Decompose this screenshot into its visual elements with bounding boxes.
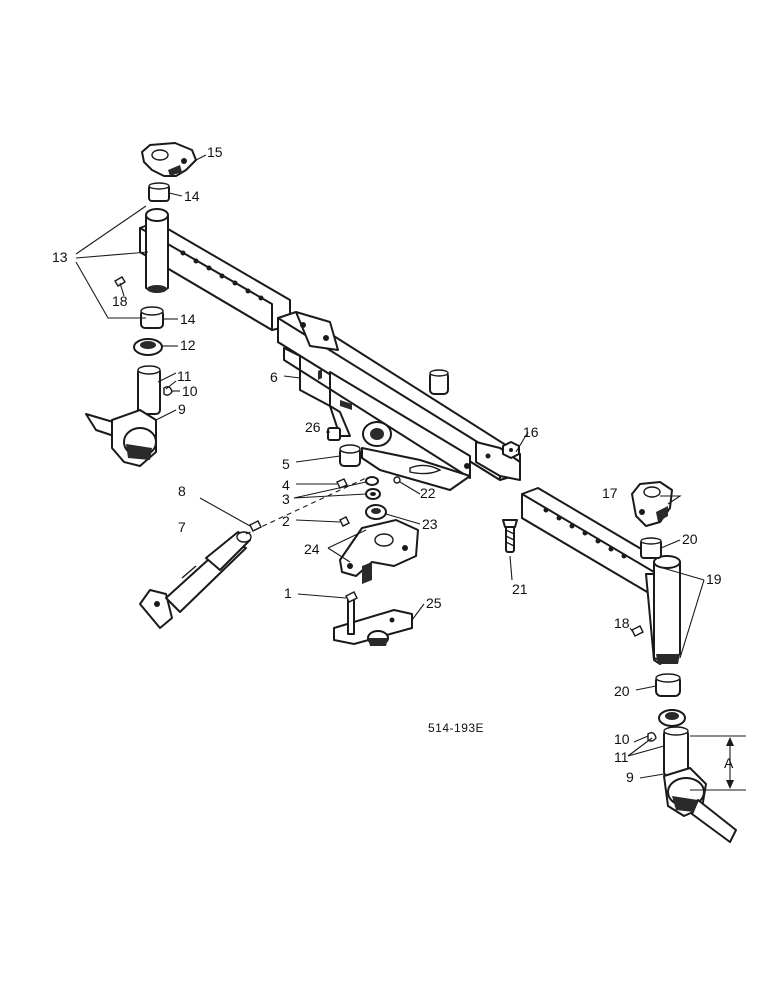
plug-26 <box>327 427 341 441</box>
grease-fitting-8 <box>249 520 262 532</box>
callout-18-left: 18 <box>112 293 128 309</box>
drawing-code: 514-193E <box>428 721 484 735</box>
axle-beam <box>277 311 521 482</box>
callout-23: 23 <box>422 516 438 532</box>
callout-24: 24 <box>304 541 320 557</box>
bushing-bottom-right <box>655 673 681 697</box>
callout-1: 1 <box>284 585 292 601</box>
bushing-23 <box>365 504 387 520</box>
callout-22: 22 <box>420 485 436 501</box>
callout-6: 6 <box>270 369 278 385</box>
steering-arm-right <box>631 481 673 527</box>
pivot-pin-7 <box>139 531 252 629</box>
washers-3 <box>365 476 381 500</box>
fitting-22 <box>393 476 401 484</box>
bushing-top-left <box>148 182 170 202</box>
callout-2: 2 <box>282 513 290 529</box>
bracket-24 <box>339 519 419 584</box>
callout-25: 25 <box>426 595 442 611</box>
dimension-label: A <box>724 755 734 771</box>
callout-18-right: 18 <box>614 615 630 631</box>
bushing-5 <box>339 444 361 467</box>
seal-left <box>133 338 163 356</box>
callout-19: 19 <box>706 571 722 587</box>
grease-fitting-left <box>114 276 126 287</box>
leader-lines <box>75 154 705 779</box>
callout-20-bottom: 20 <box>614 683 630 699</box>
plate-25 <box>333 599 413 646</box>
callout-10-right: 10 <box>614 731 630 747</box>
bushing-top-right <box>640 537 662 559</box>
callouts: 15 14 13 18 14 12 11 10 9 6 26 16 5 4 3 … <box>52 144 734 785</box>
callout-20-top: 20 <box>682 531 698 547</box>
steering-arm-left <box>141 142 197 177</box>
seal-right <box>658 709 686 727</box>
assembly-center-line <box>245 477 367 535</box>
callout-12: 12 <box>180 337 196 353</box>
fitting-1 <box>345 591 358 603</box>
callout-4: 4 <box>282 477 290 493</box>
spindle-right <box>647 726 737 843</box>
callout-13: 13 <box>52 249 68 265</box>
callout-11-right: 11 <box>614 749 629 765</box>
callout-9-left: 9 <box>178 401 186 417</box>
callout-9-right: 9 <box>626 769 634 785</box>
callout-26: 26 <box>305 419 321 435</box>
grease-fitting-right <box>631 625 644 637</box>
fitting-2 <box>339 516 350 527</box>
bolt-21 <box>502 519 518 553</box>
nut-16 <box>502 441 520 459</box>
callout-15: 15 <box>207 144 223 160</box>
callout-8: 8 <box>178 483 186 499</box>
callout-21: 21 <box>512 581 528 597</box>
callout-3: 3 <box>282 491 290 507</box>
bushing-bottom-left <box>140 306 164 329</box>
callout-7: 7 <box>178 519 186 535</box>
axle-extension-right <box>521 487 681 665</box>
callout-5: 5 <box>282 456 290 472</box>
spindle-left <box>85 365 161 467</box>
callout-16: 16 <box>523 424 539 440</box>
callout-14-bottom: 14 <box>180 311 196 327</box>
callout-11-left: 11 <box>177 368 192 384</box>
callout-14-top: 14 <box>184 188 200 204</box>
callout-17: 17 <box>602 485 618 501</box>
fitting-4 <box>336 478 348 489</box>
callout-10-left: 10 <box>182 383 198 399</box>
pivot-boss <box>361 421 471 491</box>
dimension-a <box>690 735 746 791</box>
